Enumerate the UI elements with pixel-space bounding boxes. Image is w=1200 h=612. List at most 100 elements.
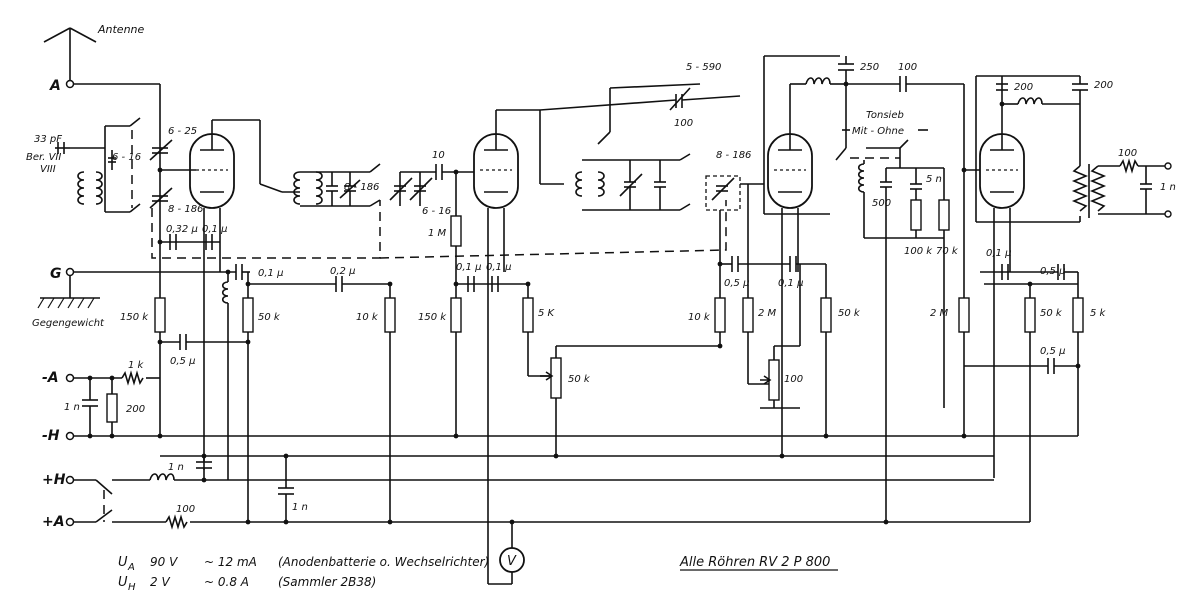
c-6-16b-label: 6 - 16 bbox=[422, 206, 451, 217]
terminal-minus-h bbox=[65, 431, 75, 441]
supply-notes: U A 90 V ~ 12 mA (Anodenbatterie o. Wech… bbox=[118, 555, 489, 593]
c-1n-out-label: 1 n bbox=[1160, 182, 1176, 193]
c-33pf-label: 33 pF bbox=[34, 134, 62, 145]
r-70k-label: 70 k bbox=[936, 246, 959, 257]
c-1n-a-label: 1 n bbox=[64, 402, 80, 413]
terminal-minus-h-label: -H bbox=[42, 428, 60, 444]
resistor-50k-c bbox=[1024, 297, 1036, 333]
tube-1 bbox=[189, 119, 261, 209]
r-50k-a-label: 50 k bbox=[258, 312, 281, 323]
c-1n-c-label: 1 n bbox=[292, 502, 308, 513]
c-250-label: 250 bbox=[860, 62, 879, 73]
resistor-200 bbox=[106, 393, 118, 423]
resistor-150k-b bbox=[450, 297, 462, 333]
pot-50k-label: 50 k bbox=[568, 374, 591, 385]
terminal-plus-a-label: +A bbox=[42, 514, 65, 530]
c-8-186a-label: 8 - 186 bbox=[168, 204, 203, 215]
c-5-590-label: 5 - 590 bbox=[686, 62, 721, 73]
r-50k-c-label: 50 k bbox=[1040, 308, 1063, 319]
resistor-5k-b bbox=[1072, 297, 1084, 333]
terminal-a-label: A bbox=[49, 78, 61, 94]
c-01f-label: 0,1 μ bbox=[986, 248, 1011, 259]
ua-symbol: U bbox=[118, 555, 128, 570]
uh-description: (Sammler 2B38) bbox=[278, 575, 376, 589]
c-05d-label: 0,5 μ bbox=[1040, 346, 1065, 357]
r-50k-b-label: 50 k bbox=[838, 308, 861, 319]
pot-50k bbox=[550, 357, 562, 399]
r-10k-b-label: 10 k bbox=[688, 312, 711, 323]
uh-value: 2 V bbox=[150, 575, 170, 589]
c-200b-label: 200 bbox=[1094, 80, 1113, 91]
c-032-label: 0,32 μ bbox=[166, 224, 198, 235]
resistor-10k-a bbox=[384, 297, 396, 333]
terminal-a bbox=[65, 79, 75, 89]
c-02-label: 0,2 μ bbox=[330, 266, 355, 277]
tube-3 bbox=[767, 84, 813, 209]
c-01a-label: 0,1 μ bbox=[202, 224, 227, 235]
uh-subscript: H bbox=[128, 582, 136, 593]
r-100-label: 100 bbox=[176, 504, 195, 515]
ua-current: ~ 12 mA bbox=[204, 555, 257, 569]
terminal-g-label: G bbox=[50, 266, 62, 282]
tube-4 bbox=[979, 76, 1025, 209]
ground-symbol bbox=[37, 297, 100, 309]
resistor-2m-b bbox=[958, 297, 970, 333]
c-100b-label: 100 bbox=[898, 62, 917, 73]
pot-100-label: 100 bbox=[784, 374, 803, 385]
antenna-symbol bbox=[43, 27, 97, 84]
c-5n-label: 5 n bbox=[926, 174, 942, 185]
antenna-label: Antenne bbox=[97, 23, 145, 36]
c-01c-label: 0,1 μ bbox=[456, 262, 481, 273]
c-01e-label: 0,1 μ bbox=[778, 278, 803, 289]
resistor-50k-b bbox=[820, 297, 832, 333]
terminal-g bbox=[65, 267, 75, 277]
terminal-minus-a-label: -A bbox=[42, 370, 59, 386]
c-01b-label: 0,1 μ bbox=[258, 268, 283, 279]
c-10-label: 10 bbox=[432, 150, 445, 161]
r-1k-label: 1 k bbox=[128, 360, 145, 371]
resistor-150k-a bbox=[154, 297, 166, 333]
r-150k-b-label: 150 k bbox=[418, 312, 447, 323]
r-1m-label: 1 M bbox=[428, 228, 447, 239]
c-6-25-label: 6 - 25 bbox=[168, 126, 197, 137]
ber2-label: VIII bbox=[40, 164, 56, 175]
terminal-plus-h bbox=[65, 475, 75, 485]
resistor-2m-a bbox=[742, 297, 754, 333]
r-5k-b-label: 5 k bbox=[1090, 308, 1107, 319]
ua-subscript: A bbox=[127, 562, 135, 573]
terminal-plus-a bbox=[65, 517, 75, 527]
tonsieb-label: Tonsieb bbox=[866, 110, 904, 121]
c-05c-label: 0,5 μ bbox=[1040, 266, 1065, 277]
c-200a-label: 200 bbox=[1014, 82, 1033, 93]
resistor-70k bbox=[938, 199, 950, 231]
ground-label: Gegengewicht bbox=[32, 318, 105, 329]
c-500-label: 500 bbox=[872, 198, 891, 209]
tube-2 bbox=[473, 110, 519, 209]
c-8-186c-label: 8 - 186 bbox=[716, 150, 751, 161]
ua-description: (Anodenbatterie o. Wechselrichter) bbox=[278, 555, 489, 569]
c-05b-label: 0,5 μ bbox=[724, 278, 749, 289]
c-1n-b-label: 1 n bbox=[168, 462, 184, 473]
mit-ohne-label: Mit - Ohne bbox=[852, 126, 904, 137]
resistor-1m bbox=[450, 215, 462, 247]
resistor-50k-a bbox=[242, 297, 254, 333]
r-2m-a-label: 2 M bbox=[758, 308, 777, 319]
c-8-186b-label: 8 - 186 bbox=[344, 182, 379, 193]
resistor-100k bbox=[910, 199, 922, 231]
voltmeter-label: V bbox=[507, 554, 517, 569]
terminal-plus-h-label: +H bbox=[42, 472, 66, 488]
tubes-note: Alle Röhren RV 2 P 800 bbox=[679, 555, 830, 570]
c-6-16a-label: 6 - 16 bbox=[112, 152, 141, 163]
r-200-label: 200 bbox=[126, 404, 145, 415]
l-100-label: 100 bbox=[1118, 148, 1137, 159]
r-10k-a-label: 10 k bbox=[356, 312, 379, 323]
r-150k-a-label: 150 k bbox=[120, 312, 149, 323]
terminal-minus-a bbox=[65, 373, 75, 383]
junctions bbox=[87, 81, 1081, 525]
uh-current: ~ 0.8 A bbox=[204, 575, 249, 589]
r-5k-a-label: 5 K bbox=[538, 308, 556, 319]
c-01d-label: 0,1 μ bbox=[486, 262, 511, 273]
resistor-10k-b bbox=[714, 297, 726, 333]
ber-label: Ber. VII bbox=[26, 152, 61, 163]
